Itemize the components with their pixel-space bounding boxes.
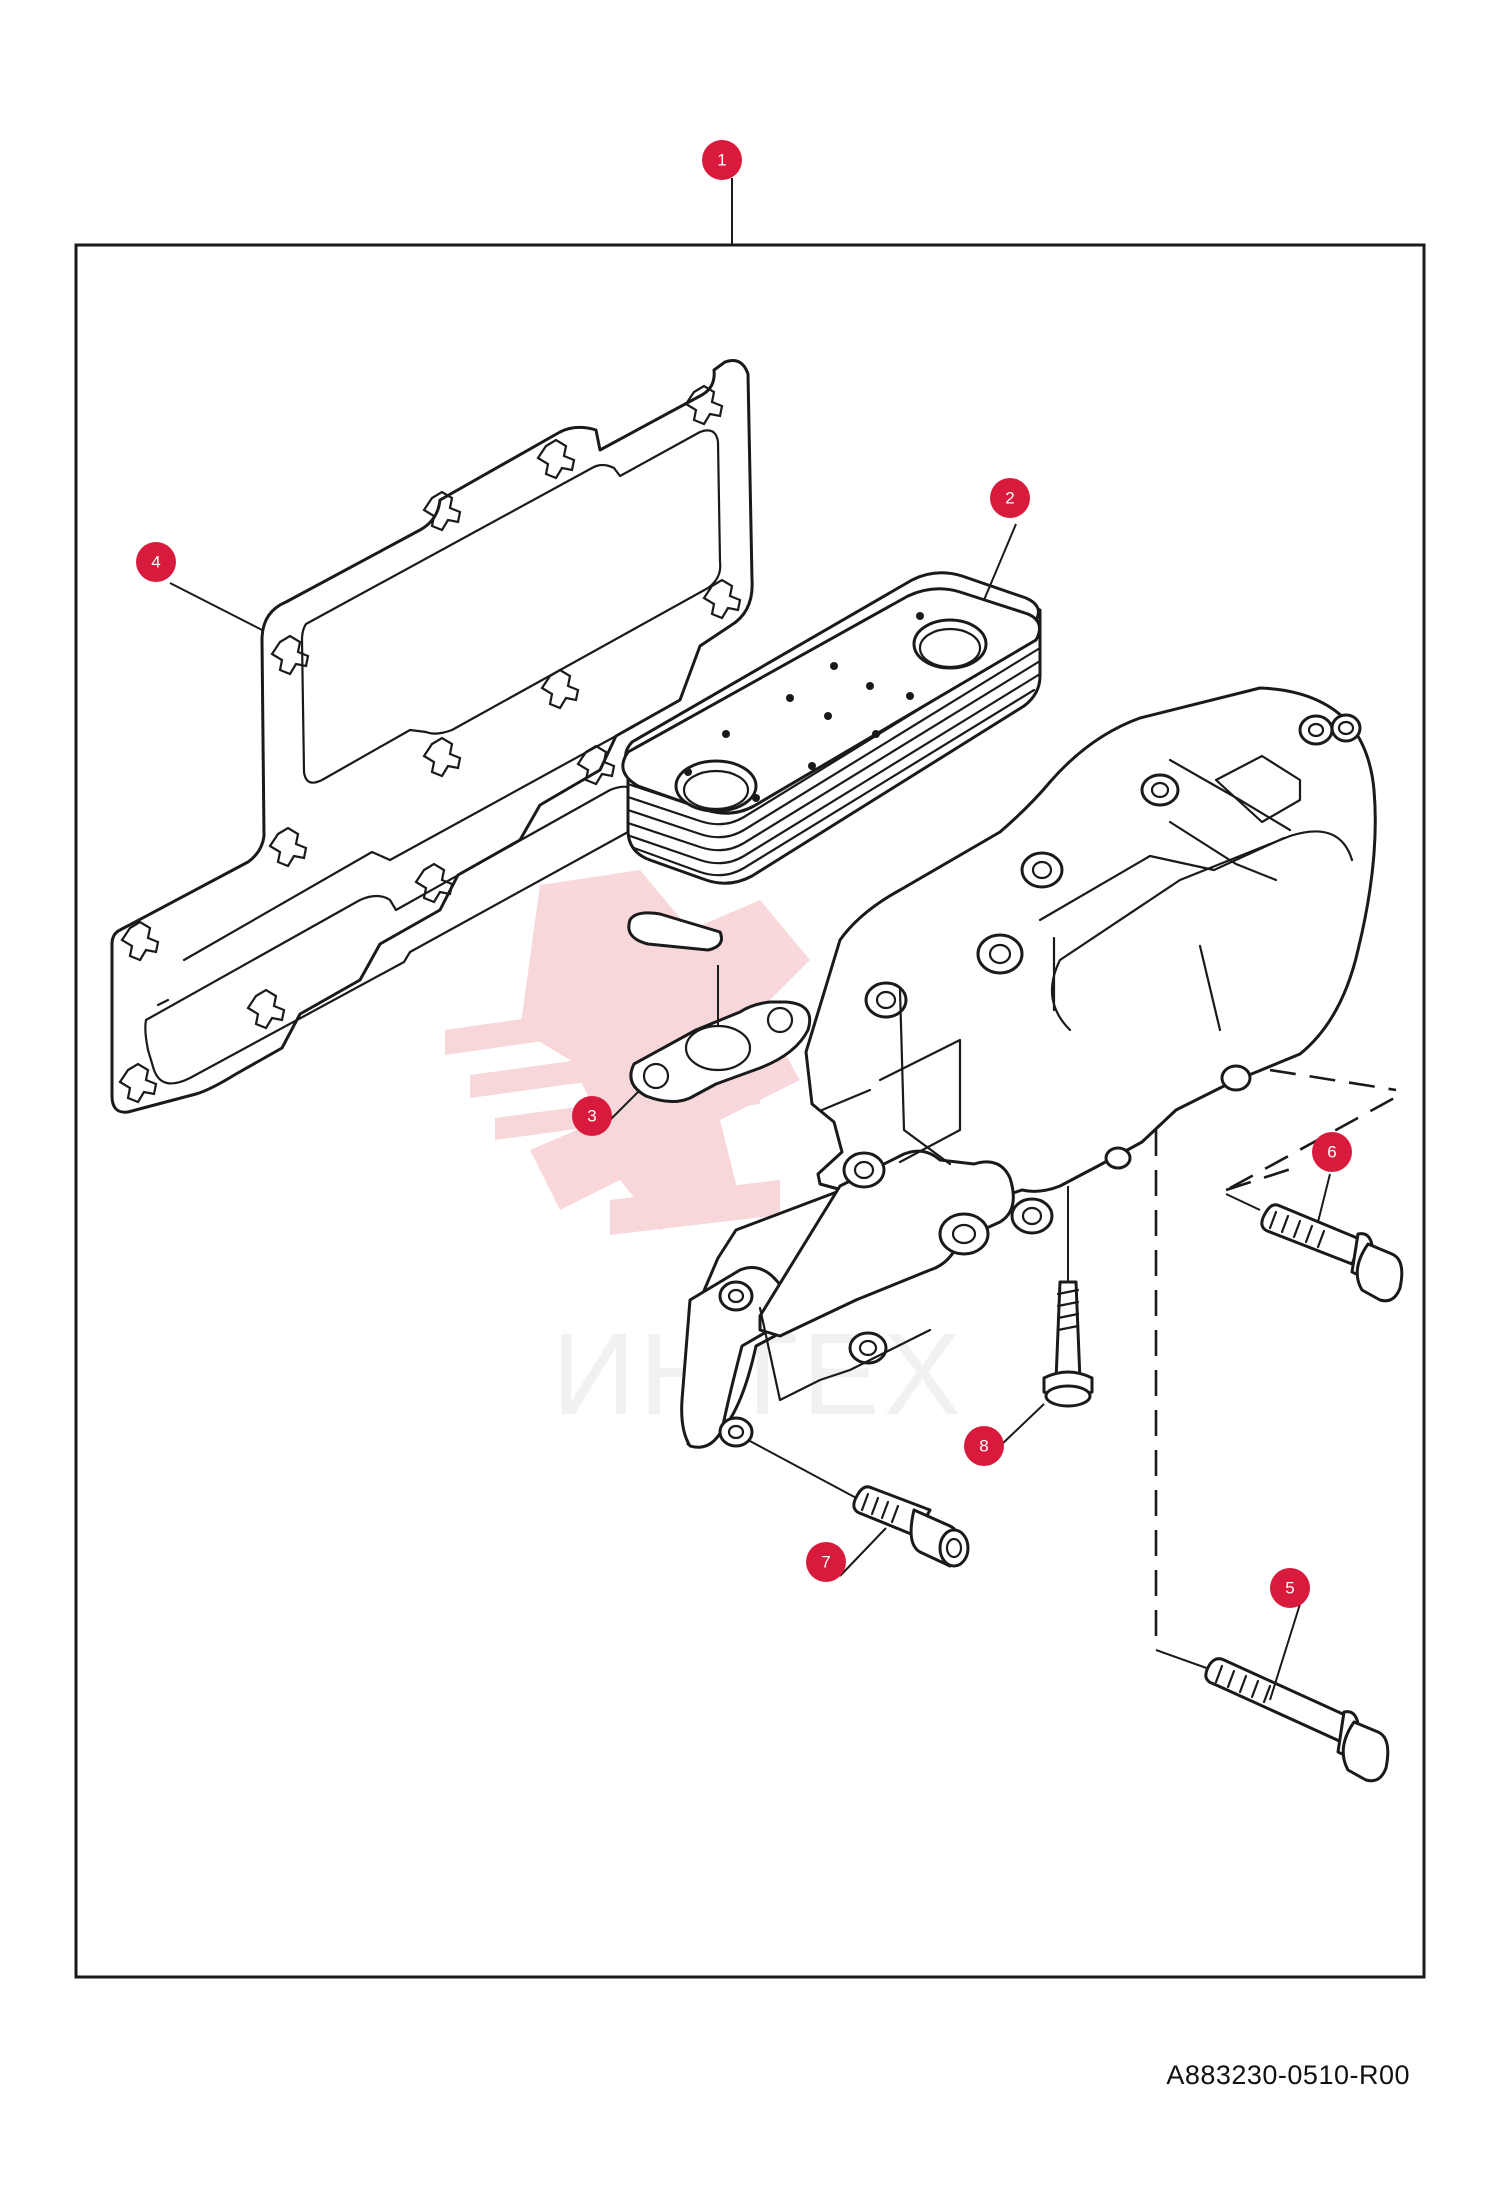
bolt-8: [1042, 1186, 1094, 1408]
gasket-hole: [246, 988, 286, 1030]
bolt-8-head: [1044, 1384, 1092, 1408]
callout-1-label: 1: [717, 151, 726, 170]
cooler-port-front-inner: [682, 769, 750, 811]
gasket-hole: [414, 862, 454, 904]
bolt-6-shank: [1260, 1203, 1364, 1266]
gasket-outer-outline: [110, 359, 754, 1114]
callout-8-label: 8: [979, 1437, 988, 1456]
gasket-inner-window: [300, 429, 722, 784]
callout-7: 7: [806, 1542, 846, 1582]
gasket-hole: [422, 490, 462, 532]
oil-cooler-core: [621, 571, 1042, 952]
bolt-8-threads: [1056, 1288, 1080, 1332]
callout-7-circle: [806, 1542, 846, 1582]
callout-4-circle: [136, 542, 176, 582]
callout-6-circle: [1312, 1132, 1352, 1172]
callout-2-label: 2: [1005, 489, 1014, 508]
leader-3: [607, 1089, 641, 1123]
bolt-8-shank: [1054, 1280, 1082, 1382]
callout-4-label: 4: [151, 553, 160, 572]
screw-7-socket: [938, 1528, 970, 1568]
leader-4: [169, 582, 263, 631]
bolt-6: [1225, 1164, 1404, 1303]
bolt-5-shank: [1204, 1657, 1358, 1746]
cooler-port-rear: [912, 618, 988, 670]
cooler-port-front: [674, 759, 758, 813]
callout-1: 1: [702, 140, 742, 180]
leader-5: [1269, 1603, 1301, 1701]
alignment-dash-6: [1229, 1094, 1399, 1190]
gasket-bolt-holes: [118, 384, 742, 1104]
bolt-6-axis: [1225, 1164, 1301, 1192]
callout-3-circle: [572, 1096, 612, 1136]
callout-8-circle: [964, 1426, 1004, 1466]
screw-7-axis: [747, 1439, 861, 1501]
callout-3: 3: [572, 1096, 612, 1136]
gasket-hole: [702, 578, 742, 620]
leader-6: [1317, 1173, 1331, 1223]
housing-detail-lines: [758, 754, 1354, 1402]
leader-7: [839, 1527, 887, 1577]
callout-5-label: 5: [1285, 1579, 1294, 1598]
callout-2: 2: [990, 478, 1030, 518]
callout-6-label: 6: [1327, 1143, 1336, 1162]
bolt-5-dash-top: [1269, 1068, 1397, 1092]
gasket-hole: [422, 736, 462, 778]
drawing-number: A883230-0510-R00: [1166, 2060, 1410, 2090]
housing-bosses: [718, 713, 1362, 1448]
cooler-bottom-flange: [627, 911, 723, 952]
callout-8: 8: [964, 1426, 1004, 1466]
callout-2-circle: [990, 478, 1030, 518]
housing-lower-arm: [758, 1149, 1015, 1338]
port-gasket-outline: [629, 1000, 812, 1103]
bolt-6-head: [1355, 1242, 1404, 1303]
port-gasket: [629, 965, 812, 1103]
assembly-frame: [74, 243, 1426, 1979]
port-gasket-hole-right: [766, 1006, 794, 1034]
callout-7-label: 7: [821, 1553, 830, 1572]
screw-7: [747, 1439, 970, 1568]
gasket-hole: [684, 384, 724, 426]
gasket-hole: [118, 1062, 158, 1104]
gasket-hole: [120, 920, 160, 962]
callout-3-label: 3: [587, 1107, 596, 1126]
screw-7-socket-hex: [945, 1537, 963, 1559]
gasket-inner-slot-2: [156, 734, 618, 1007]
bolt-5: [1154, 1068, 1397, 1783]
bolt-5-axis: [1155, 1649, 1213, 1671]
gasket-hole: [270, 634, 310, 676]
callout-5-circle: [1270, 1568, 1310, 1608]
bolt-6-threads: [1268, 1210, 1326, 1249]
gasket-hole: [536, 438, 576, 480]
leader-8: [999, 1403, 1045, 1447]
callout-4: 4: [136, 542, 176, 582]
cooler-dimples: [684, 612, 924, 802]
gasket-hole: [268, 826, 308, 868]
bolt-5-head: [1341, 1720, 1390, 1783]
callout-6: 6: [1312, 1132, 1352, 1172]
callout-1-circle: [702, 140, 742, 180]
bolt-5-threads: [1214, 1664, 1272, 1704]
gasket-hole: [540, 668, 580, 710]
gasket-hole: [576, 744, 616, 786]
callout-5: 5: [1270, 1568, 1310, 1608]
oil-cooler-housing: [680, 686, 1377, 1449]
leader-2: [983, 523, 1017, 601]
bolt-6-axis-2: [1225, 1193, 1261, 1211]
watermark-stripe-1: [445, 985, 760, 1055]
port-gasket-hole-left: [642, 1062, 670, 1090]
screw-7-threads: [860, 1492, 900, 1524]
cooler-port-rear-inner: [918, 627, 982, 669]
watermark-stripe-4: [610, 1180, 780, 1235]
